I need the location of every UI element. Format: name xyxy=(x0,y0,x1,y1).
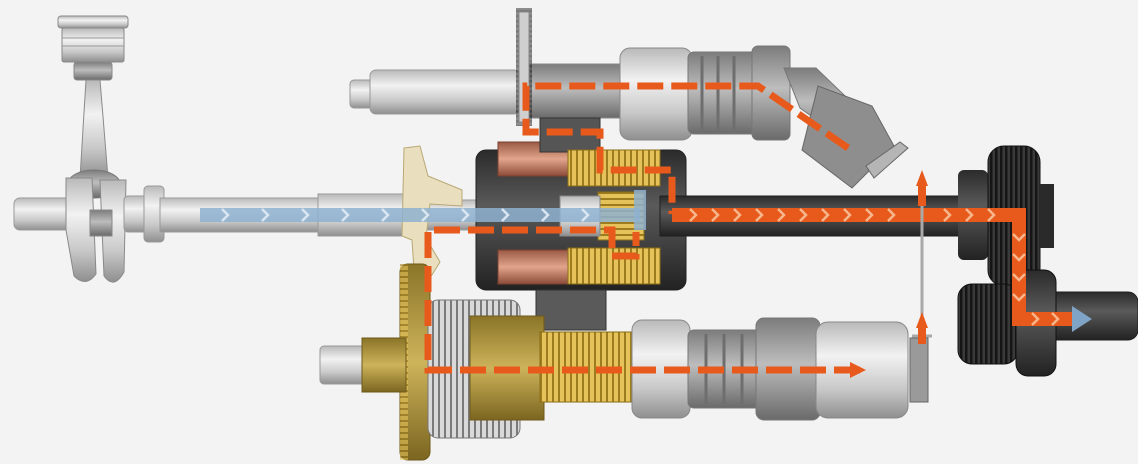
upper-electric-motor xyxy=(619,45,909,189)
electric-power-flow-upper xyxy=(522,82,850,214)
combined-output-flow xyxy=(672,208,1092,332)
upper-shaft xyxy=(349,63,631,119)
arrow-up-icon xyxy=(916,170,928,186)
piston xyxy=(57,15,129,81)
electric-power-flow-lower xyxy=(424,226,866,378)
motor-connection-lines xyxy=(912,170,932,344)
engine-power-flow xyxy=(200,190,646,230)
crankshaft xyxy=(13,177,165,283)
arrow-up-icon xyxy=(916,312,928,328)
